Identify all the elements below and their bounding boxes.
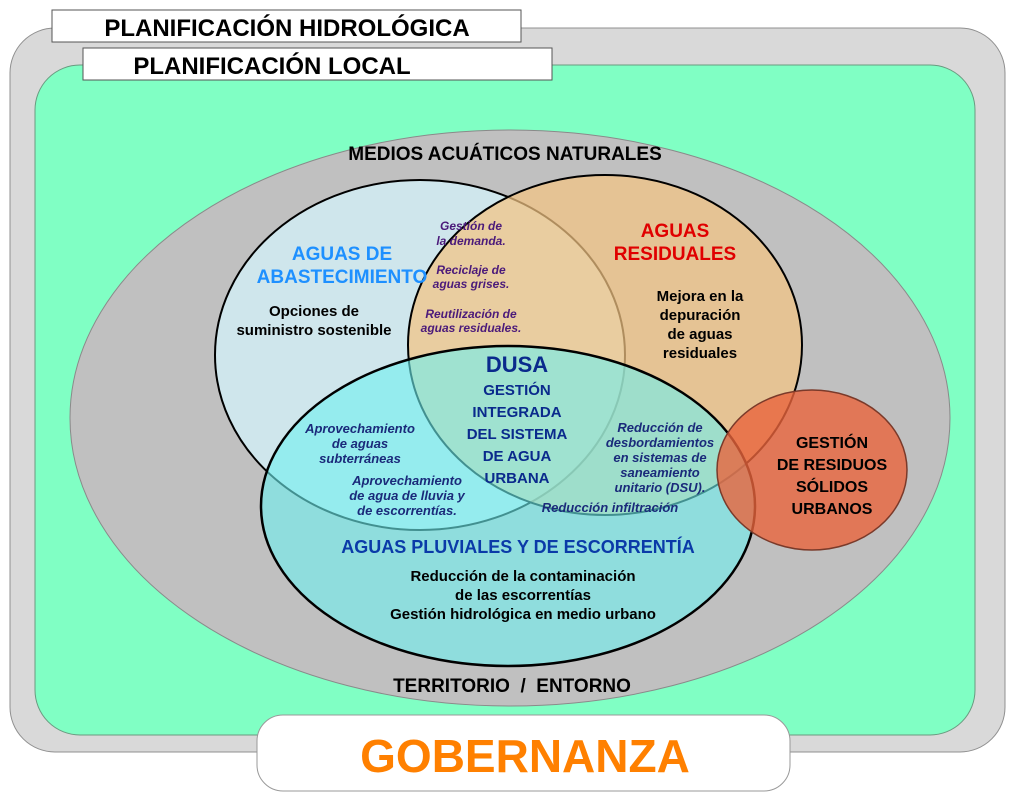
title-local: PLANIFICACIÓN LOCAL [133, 52, 410, 80]
residuales-body-line: Mejora en la [657, 288, 744, 305]
abast-pluv-overlap-text: Aprovechamiento de aguas subterráneas Ap… [304, 421, 465, 518]
medios-acuaticos-label: MEDIOS ACUÁTICOS NATURALES [348, 143, 662, 165]
abast-resid-overlap-text: Gestión de la demanda. Reciclaje de agua… [421, 219, 522, 335]
overlap-line: Aprovechamiento [304, 421, 415, 436]
abastecimiento-title: AGUAS DE ABASTECIMIENTO [257, 244, 428, 288]
pluviales-title: AGUAS PLUVIALES Y DE ESCORRENTÍA [341, 536, 694, 557]
residuos-title-line: GESTIÓN [796, 433, 868, 452]
dusa-line: INTEGRADA [472, 404, 561, 421]
overlap-line: aguas residuales. [421, 321, 522, 335]
overlap-line: la demanda. [436, 234, 505, 248]
overlap-line: de agua de lluvia y [349, 488, 465, 503]
overlap-line: aguas grises. [433, 277, 510, 291]
dusa-line: URBANA [485, 470, 550, 487]
overlap-line: en sistemas de [613, 450, 706, 465]
overlap-line: Reciclaje de [436, 263, 506, 277]
territorio-label: TERRITORIO / ENTORNO [393, 676, 631, 697]
residuos-title-line: SÓLIDOS [796, 477, 868, 496]
abastecimiento-body-line: suministro sostenible [236, 322, 391, 339]
residuales-body-line: depuración [660, 307, 741, 324]
overlap-line: Reducción infiltración [542, 500, 679, 515]
abastecimiento-body: Opciones de suministro sostenible [236, 303, 391, 339]
overlap-line: de escorrentías. [357, 503, 457, 518]
abastecimiento-body-line: Opciones de [269, 303, 359, 320]
gobernanza-label: GOBERNANZA [360, 730, 690, 782]
residuos-circle [716, 389, 908, 551]
gobernanza-box [256, 714, 791, 792]
pluviales-body-line: de las escorrentías [455, 587, 591, 604]
dusa-title: DUSA [486, 352, 548, 377]
title-hidrologica: PLANIFICACIÓN HIDROLÓGICA [104, 14, 469, 42]
residuos-title-line: URBANOS [792, 501, 873, 518]
overlap-line: Reducción de [617, 420, 702, 435]
overlap-line: Reutilización de [425, 307, 517, 321]
title-box-hidrologica [51, 9, 522, 43]
residuos-title-line: DE RESIDUOS [777, 457, 888, 474]
overlap-line: de aguas [332, 436, 388, 451]
residuales-title-line: RESIDUALES [614, 244, 736, 265]
pluviales-body-line: Gestión hidrológica en medio urbano [390, 606, 656, 623]
overlap-line: saneamiento [620, 465, 700, 480]
residuales-body: Mejora en la depuración de aguas residua… [657, 288, 744, 362]
overlap-line: Aprovechamiento [351, 473, 462, 488]
pluviales-body-line: Reducción de la contaminación [410, 568, 635, 585]
residuales-title: AGUAS RESIDUALES [614, 221, 736, 265]
residuales-body-line: residuales [663, 345, 737, 362]
overlap-line: desbordamientos [606, 435, 714, 450]
overlap-line: Gestión de [440, 219, 502, 233]
title-box-local [82, 47, 553, 81]
dusa-line: DEL SISTEMA [467, 426, 568, 443]
resid-pluv-overlap-text: Reducción de desbordamientos en sistemas… [542, 420, 714, 515]
dusa-center: DUSA GESTIÓN INTEGRADA DEL SISTEMA DE AG… [467, 352, 568, 487]
abastecimiento-title-line: ABASTECIMIENTO [257, 267, 428, 288]
dusa-line: GESTIÓN [483, 381, 551, 399]
pluviales-body: Reducción de la contaminación de las esc… [390, 568, 656, 623]
overlap-line: subterráneas [319, 451, 401, 466]
residuales-title-line: AGUAS [641, 221, 710, 242]
residuos-title: GESTIÓN DE RESIDUOS SÓLIDOS URBANOS [777, 433, 888, 518]
abastecimiento-title-line: AGUAS DE [292, 244, 392, 265]
overlap-line: unitario (DSU). [615, 480, 706, 495]
residuales-body-line: de aguas [667, 326, 732, 343]
dusa-line: DE AGUA [483, 448, 552, 465]
